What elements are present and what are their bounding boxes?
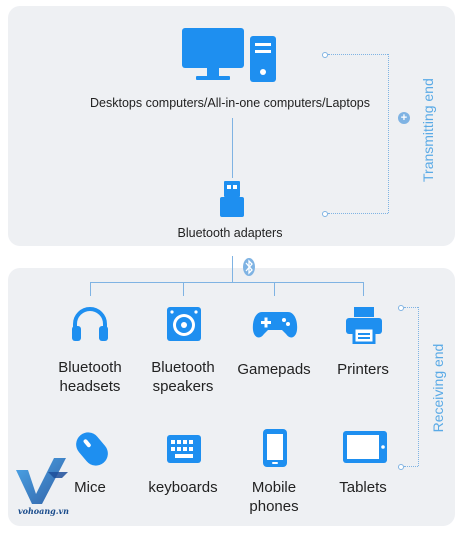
mouse-icon <box>70 428 114 470</box>
bracket-vertical <box>388 54 389 213</box>
device-label-printers: Printers <box>313 360 413 379</box>
device-label-speakers: Bluetooth speakers <box>133 358 233 396</box>
device-label-text: Printers <box>337 361 389 378</box>
bracket-top <box>404 307 418 308</box>
transmitting-end-label: Transmitting end <box>420 78 436 182</box>
receiving-end-label: Receiving end <box>430 343 446 433</box>
tree-leaf <box>90 282 91 296</box>
tree-branch <box>90 282 364 283</box>
device-label-keyboards: keyboards <box>133 478 233 497</box>
printer-icon <box>344 306 384 344</box>
device-label-headsets: Bluetooth headsets <box>40 358 140 396</box>
bracket-bottom <box>404 466 418 467</box>
device-label-text: Gamepads <box>237 361 311 378</box>
device-label-tablets: Tablets <box>313 478 413 497</box>
device-label-text: keyboards <box>148 479 218 496</box>
bracket-end-dot <box>322 211 328 217</box>
plus-symbol: + <box>400 112 408 124</box>
plus-icon: + <box>398 112 410 124</box>
connector-line <box>232 118 233 178</box>
bracket-top <box>328 54 388 55</box>
bracket-end-dot <box>398 464 404 470</box>
headset-icon <box>70 306 110 342</box>
watermark-logo <box>14 456 70 506</box>
keyboard-icon <box>166 434 202 464</box>
tree-leaf <box>183 282 184 296</box>
adapter-label: Bluetooth adapters <box>177 226 283 240</box>
bracket-bottom <box>328 213 388 214</box>
watermark-text: vohoang.vn <box>18 506 69 516</box>
computers-label: Desktops computers/All-in-one computers/… <box>90 96 370 110</box>
bluetooth-icon <box>243 258 255 276</box>
bracket-end-dot <box>398 305 404 311</box>
speaker-icon <box>166 306 202 342</box>
gamepad-icon <box>252 310 298 340</box>
bracket-vertical <box>418 307 419 466</box>
device-label-phones: Mobile phones <box>224 478 324 516</box>
computer-icon <box>180 28 280 86</box>
bracket-end-dot <box>322 52 328 58</box>
tree-leaf <box>274 282 275 296</box>
device-label-text: Bluetooth speakers <box>151 359 215 395</box>
tablet-icon <box>342 430 388 464</box>
tree-leaf <box>363 282 364 296</box>
device-label-text: Bluetooth headsets <box>58 359 122 395</box>
device-label-text: Mobile phones <box>249 479 299 515</box>
device-label-text: Mice <box>74 479 106 496</box>
device-label-text: Tablets <box>339 479 387 496</box>
phone-icon <box>262 428 288 468</box>
device-label-gamepads: Gamepads <box>224 360 324 379</box>
device-label-mice: Mice <box>40 478 140 497</box>
tree-trunk <box>232 256 233 282</box>
bluetooth-adapter-icon <box>217 181 247 219</box>
